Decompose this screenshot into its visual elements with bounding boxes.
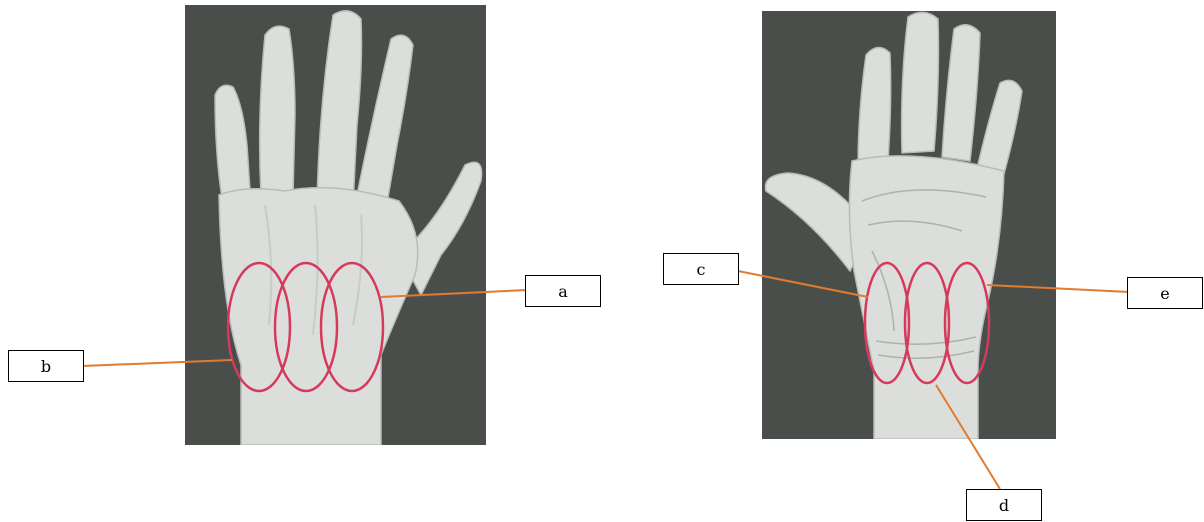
right-ring-e — [945, 263, 989, 383]
leader-line-e — [987, 285, 1129, 292]
left-ring-middle — [275, 263, 337, 391]
label-a: a — [525, 275, 601, 307]
left-ring-b — [228, 263, 290, 391]
label-b: b — [8, 350, 84, 382]
right-ring-c — [865, 263, 909, 383]
leader-line-b — [82, 360, 232, 366]
leader-line-a — [381, 290, 527, 297]
left-ring-a — [321, 263, 383, 391]
label-c: c — [663, 253, 739, 285]
leader-line-c — [738, 271, 868, 297]
label-e: e — [1127, 277, 1203, 309]
right-ring-d — [905, 263, 949, 383]
leader-line-d — [936, 385, 1000, 489]
label-d: d — [966, 489, 1042, 521]
